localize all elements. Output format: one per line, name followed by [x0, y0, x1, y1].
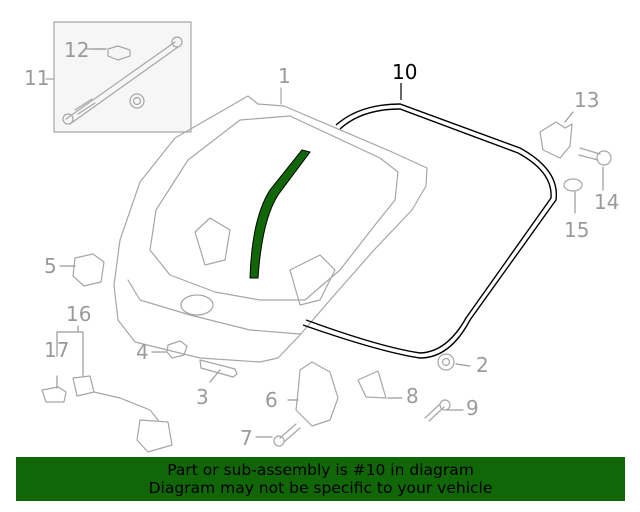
- callout-2[interactable]: 2: [476, 353, 489, 377]
- part-7-bolt: [279, 423, 301, 443]
- part-4-clip: [166, 340, 188, 359]
- callout-11[interactable]: 11: [24, 66, 50, 90]
- part-6-latch: [295, 361, 339, 427]
- highlighted-seal-strip: [249, 149, 311, 279]
- callout-1[interactable]: 1: [278, 64, 291, 88]
- part-2-grommet: [437, 353, 455, 371]
- part-3-trim: [199, 359, 238, 378]
- callout-14[interactable]: 14: [594, 190, 620, 214]
- part-14-bolt: [578, 147, 601, 161]
- part-7-head: [273, 435, 285, 447]
- part-10-weatherstrip: [302, 83, 558, 359]
- part-5-emblem: [72, 253, 105, 287]
- tailgate-frame: [113, 87, 428, 363]
- part-2-hole: [441, 357, 451, 367]
- info-banner: Part or sub-assembly is #10 in diagram D…: [16, 457, 625, 501]
- callout-9[interactable]: 9: [466, 396, 479, 420]
- part-8-striker: [357, 370, 387, 399]
- part-17-sensor: [41, 386, 67, 403]
- callout-12[interactable]: 12: [64, 38, 90, 62]
- callout-16[interactable]: 16: [66, 302, 92, 326]
- part-14-head: [596, 150, 612, 166]
- callout-7[interactable]: 7: [240, 426, 253, 450]
- callout-8[interactable]: 8: [406, 384, 419, 408]
- callout-6[interactable]: 6: [265, 388, 278, 412]
- banner-part-notice: Part or sub-assembly is #10 in diagram: [167, 461, 474, 479]
- callout-10[interactable]: 10: [392, 60, 418, 84]
- banner-disclaimer: Diagram may not be specific to your vehi…: [148, 479, 493, 497]
- part-9-head: [439, 399, 451, 411]
- callout-15[interactable]: 15: [564, 218, 590, 242]
- part-9-bolt: [424, 403, 445, 422]
- callout-17[interactable]: 17: [44, 338, 70, 362]
- callout-4[interactable]: 4: [136, 340, 149, 364]
- callout-13[interactable]: 13: [574, 88, 600, 112]
- part-16-camera-harness: [72, 375, 173, 453]
- part-13-hinge: [539, 121, 573, 159]
- callout-3[interactable]: 3: [196, 385, 209, 409]
- part-15-nut: [563, 178, 583, 192]
- gas-strut-inset: [45, 21, 192, 133]
- callout-5[interactable]: 5: [44, 254, 57, 278]
